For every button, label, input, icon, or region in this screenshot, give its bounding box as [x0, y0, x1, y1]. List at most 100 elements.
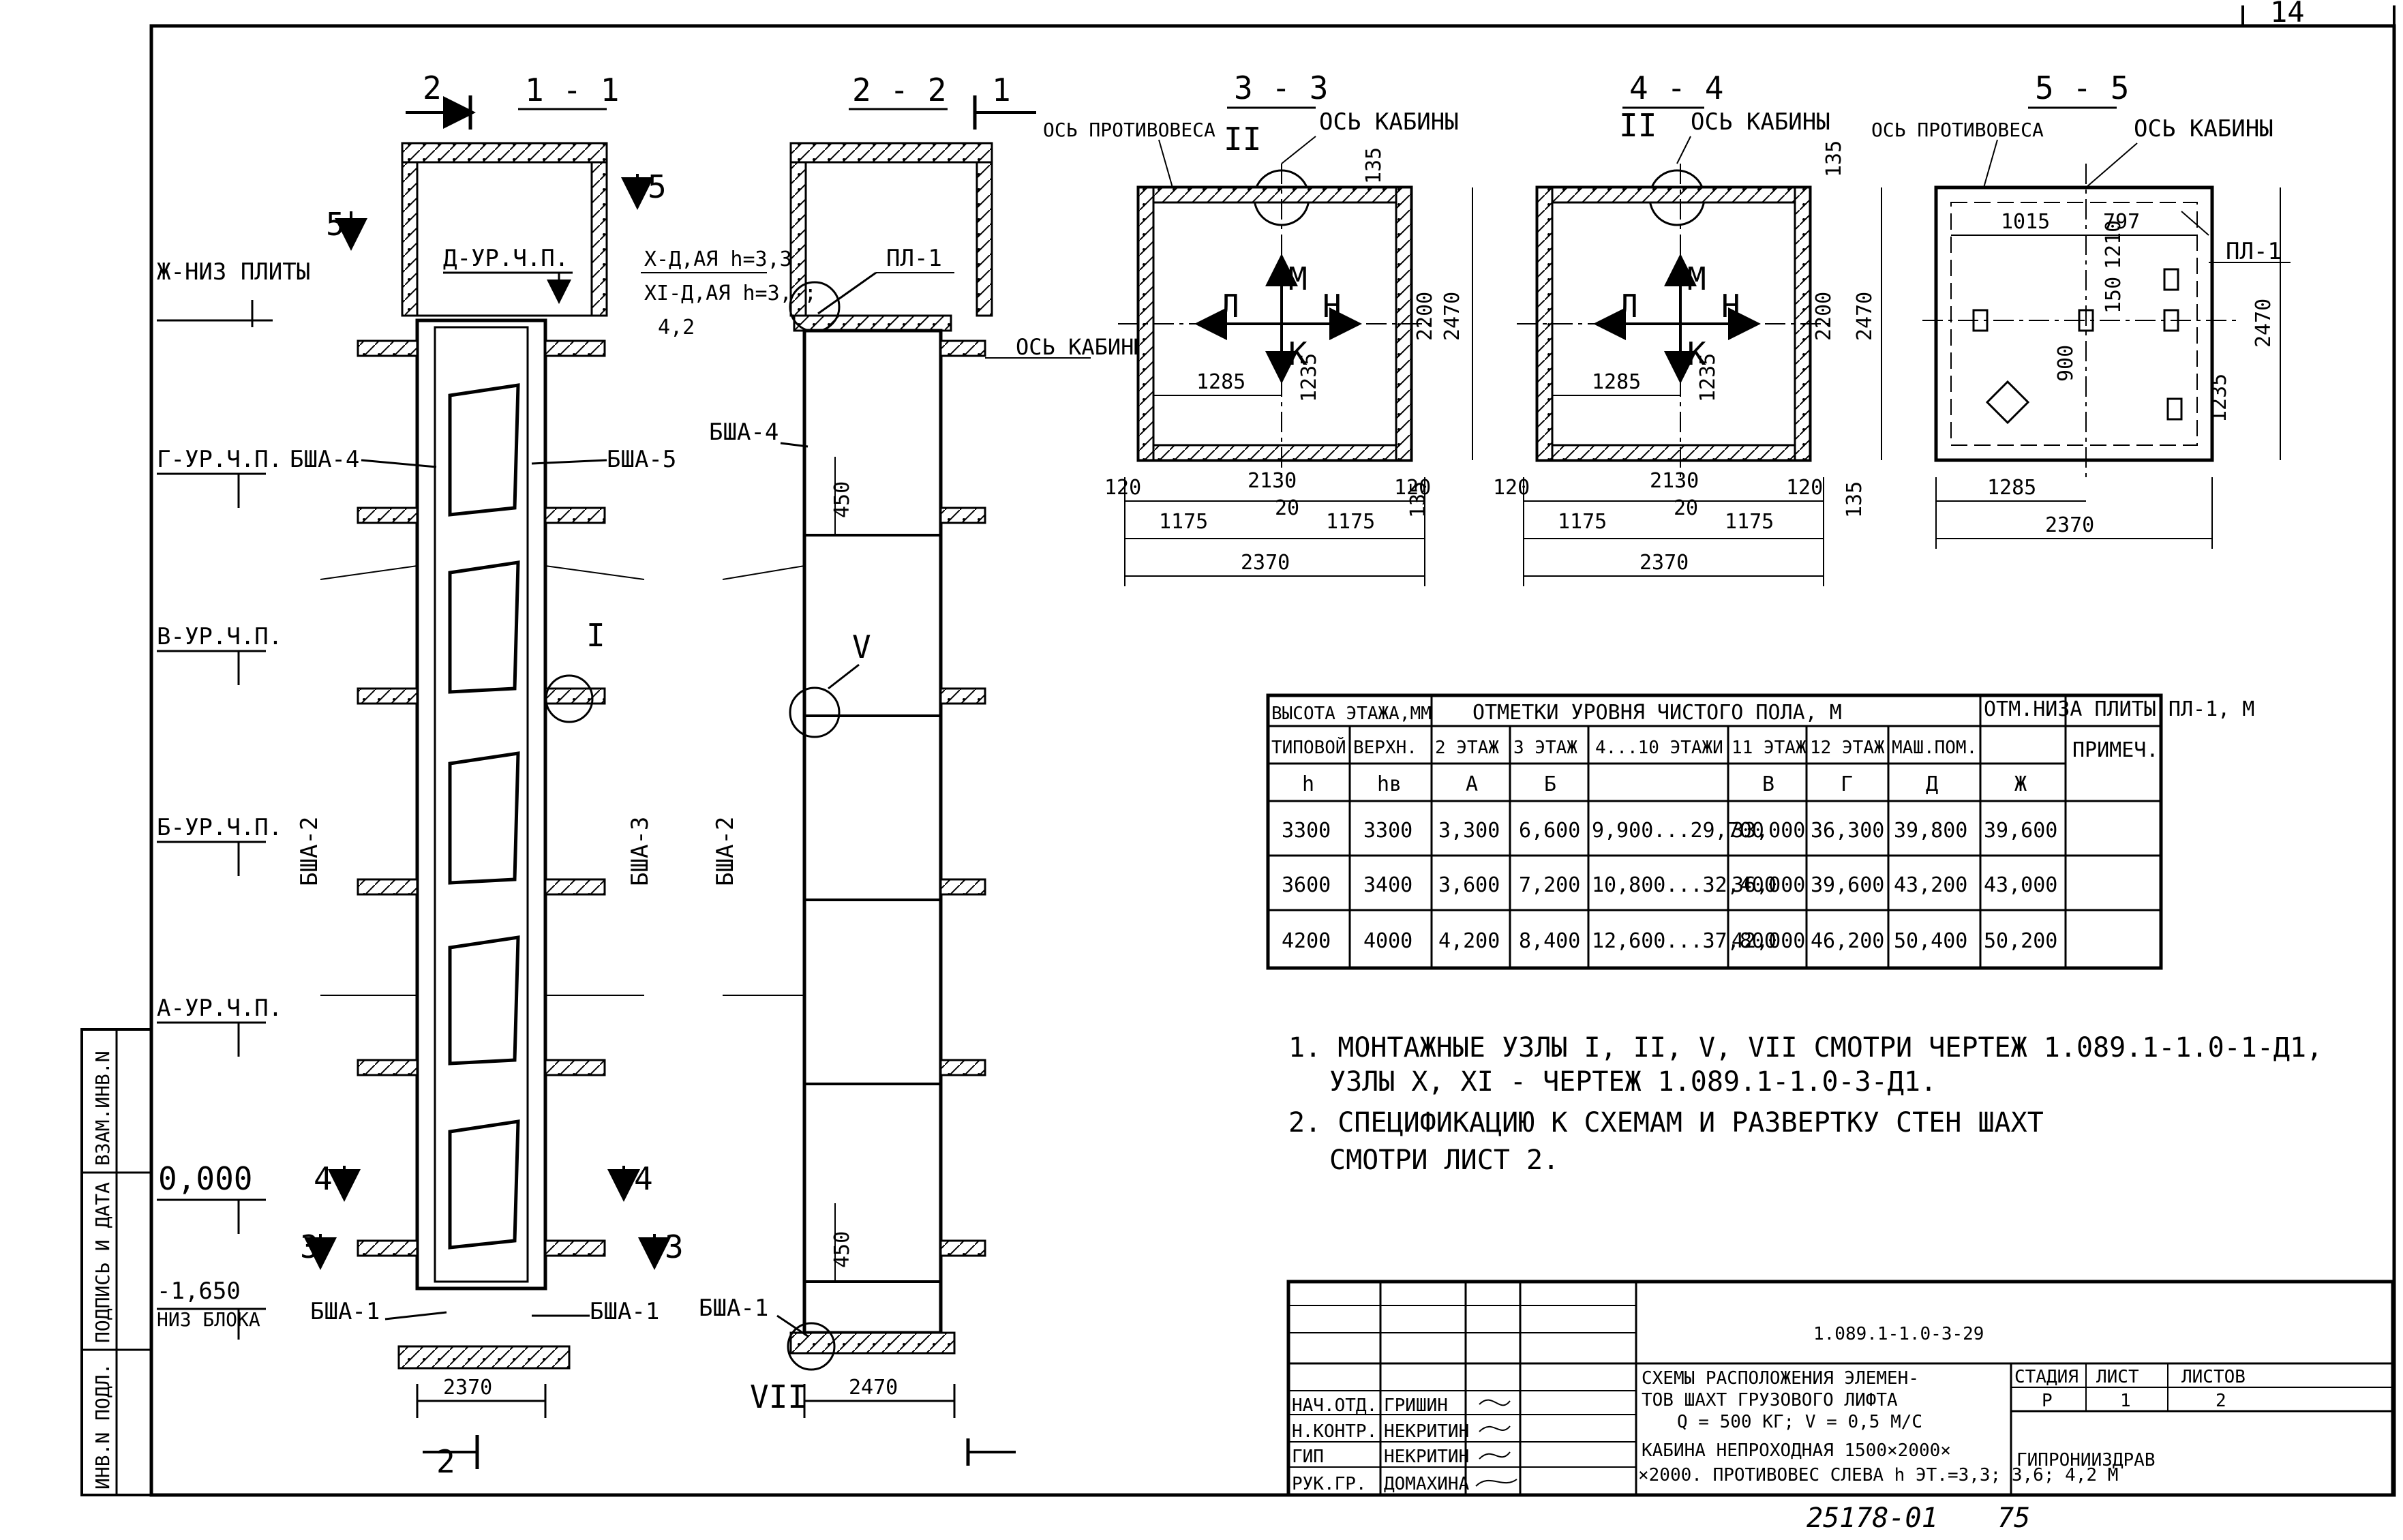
svg-text:1175: 1175: [1558, 510, 1607, 534]
floor-slabs: [357, 339, 606, 1257]
dim-450-bottom: 450: [830, 1231, 854, 1268]
base-slab: [397, 1345, 571, 1370]
signature-3: [1479, 1451, 1511, 1460]
section-1-1-cut-bottom: 2: [436, 1443, 455, 1480]
svg-text:3 ЭТАЖ: 3 ЭТАЖ: [1513, 738, 1577, 758]
svg-text:20: 20: [1275, 496, 1299, 520]
svg-text:36,000: 36,000: [1732, 873, 1805, 897]
svg-text:8,400: 8,400: [1519, 929, 1580, 953]
plan-3-3-L: Л: [1220, 288, 1239, 324]
node-I-label: I: [586, 617, 605, 654]
svg-text:2470: 2470: [2252, 299, 2276, 348]
svg-text:2370: 2370: [1639, 551, 1689, 575]
plan-4-4-node: II: [1619, 107, 1657, 144]
section-2-2: 2 - 2 1 БША-2 БША-4 БША-1 ПЛ-1 ОСЬ К: [699, 72, 1147, 1466]
view-4-right: 4: [634, 1160, 653, 1197]
sheet-frame: 14: [149, 0, 2396, 1497]
svg-text:9,900...29,700: 9,900...29,700: [1592, 819, 1764, 843]
plan-4-4-title: 4 - 4: [1629, 70, 1723, 106]
svg-text:1175: 1175: [1159, 510, 1208, 534]
svg-text:39,600: 39,600: [1984, 819, 2057, 843]
roof-slab: [401, 142, 608, 164]
svg-text:1285: 1285: [1592, 370, 1641, 394]
svg-text:6,600: 6,600: [1519, 819, 1580, 843]
note-2: 2. СПЕЦИФИКАЦИЮ К СХЕМАМ И РАЗВЕРТКУ СТЕ…: [1288, 1107, 2044, 1138]
side-sign-date: ПОДПИСЬ И ДАТА: [91, 1182, 114, 1343]
svg-text:1015: 1015: [2001, 210, 2050, 234]
signature-4: [1475, 1479, 1517, 1487]
panel-bsha-4-b: БША-4: [709, 419, 779, 446]
role-2: Н.КОНТР.: [1292, 1421, 1377, 1442]
svg-text:2130: 2130: [1650, 469, 1699, 493]
view-5-left: 5: [326, 206, 345, 243]
node-V-label: V: [852, 629, 871, 665]
svg-text:А: А: [1466, 772, 1478, 796]
panel-bsha-5: БША-5: [607, 446, 676, 473]
svg-text:2470: 2470: [1853, 292, 1877, 341]
side-inv-orig: ИНВ.N ПОДЛ.: [91, 1363, 114, 1490]
plan-3-3-title: 3 - 3: [1234, 70, 1328, 106]
archive-suffix: 75: [1997, 1503, 2030, 1534]
svg-text:2370: 2370: [1241, 551, 1290, 575]
role-4: РУК.ГР.: [1292, 1474, 1367, 1494]
svg-text:12,600...37,800: 12,600...37,800: [1592, 929, 1777, 953]
svg-text:2370: 2370: [2045, 513, 2094, 537]
th-floor-height: ВЫСОТА ЭТАЖА,ММ: [1271, 704, 1432, 724]
svg-text:4000: 4000: [1363, 929, 1412, 953]
th-marks: ОТМЕТКИ УРОВНЯ ЧИСТОГО ПОЛА, М: [1472, 701, 1842, 725]
level-g-label: Г-УР.Ч.П.: [157, 446, 282, 473]
svg-text:3400: 3400: [1363, 873, 1412, 897]
title-line-1: СХЕМЫ РАСПОЛОЖЕНИЯ ЭЛЕМЕН-: [1642, 1368, 1919, 1389]
svg-text:1285: 1285: [1196, 370, 1245, 394]
role-3: ГИП: [1292, 1447, 1324, 1467]
svg-text:797: 797: [2103, 210, 2140, 234]
svg-text:Г: Г: [1841, 772, 1853, 796]
level-zh-label: Ж-НИЗ ПЛИТЫ: [157, 258, 310, 286]
level-low-label: -1,650: [157, 1278, 241, 1305]
title-line-4: КАБИНА НЕПРОХОДНАЯ 1500×2000×: [1642, 1440, 1951, 1461]
plan-3-3-node: II: [1224, 121, 1261, 157]
section-1-1-width-dim: 2370: [416, 1376, 547, 1418]
stage-label: СТАДИЯ: [2014, 1367, 2079, 1387]
level-a-label: А-УР.Ч.П.: [157, 995, 282, 1022]
plan-3-3-axis-cabin: ОСЬ КАБИНЫ: [1319, 108, 1459, 136]
height-note-3: 4,2: [658, 316, 695, 339]
svg-text:1285: 1285: [1987, 476, 2036, 500]
svg-text:2200: 2200: [1812, 292, 1836, 341]
name-4: ДОМАХИНА: [1384, 1474, 1470, 1494]
title-line-2: ТОВ ШАХТ ГРУЗОВОГО ЛИФТА: [1642, 1390, 1898, 1410]
section-2-2-width: 2470: [849, 1376, 898, 1400]
plan-3-3-axis-cw: ОСЬ ПРОТИВОВЕСА: [1043, 119, 1215, 141]
th-slab: ОТМ.НИЗА ПЛИТЫ ПЛ-1, М: [1984, 697, 2254, 721]
pl-1-label-b: ПЛ-1: [886, 245, 942, 272]
level-d-label: Д-УР.Ч.П.: [443, 245, 569, 272]
svg-text:Д: Д: [1926, 772, 1938, 796]
notes: 1. МОНТАЖНЫЕ УЗЛЫ I, II, V, VII СМОТРИ Ч…: [1288, 1032, 2323, 1176]
sheets-value: 2: [2216, 1391, 2226, 1411]
svg-text:39,800: 39,800: [1894, 819, 1967, 843]
svg-text:10,800...32,400: 10,800...32,400: [1592, 873, 1777, 897]
archive-number: 25178-01: [1807, 1503, 1938, 1534]
svg-text:135: 135: [1362, 147, 1386, 184]
svg-text:12 ЭТАЖ: 12 ЭТАЖ: [1810, 738, 1885, 758]
page-number: 14: [2270, 0, 2305, 29]
view-4-left: 4: [314, 1160, 333, 1197]
svg-text:46,200: 46,200: [1811, 929, 1884, 953]
svg-text:h: h: [1302, 772, 1314, 796]
svg-text:135: 135: [1822, 140, 1846, 177]
node-I-marker: [545, 674, 594, 723]
panel-bsha-1-right: БША-1: [590, 1298, 659, 1325]
axis-cabin-b: ОСЬ КАБИНЫ: [1016, 334, 1147, 360]
plan-5-5: 5 - 5 ОСЬ ПРОТИВОВЕСА ОСЬ КАБИНЫ ПЛ-1 10…: [1871, 70, 2291, 549]
section-2-2-title: 2 - 2: [852, 72, 946, 108]
svg-text:hв: hв: [1377, 772, 1402, 796]
svg-text:ВЕРХН.: ВЕРХН.: [1353, 738, 1417, 758]
height-note-1: Х-Д,АЯ h=3,3: [644, 247, 792, 271]
org-name: ГИПРОНИИЗДРАВ: [2016, 1450, 2156, 1470]
svg-text:135: 135: [1406, 481, 1430, 518]
title-line-5: ×2000. ПРОТИВОВЕС СЛЕВА h ЭТ.=3,3; 3,6; …: [1638, 1465, 2118, 1485]
plan-4-4-L: Л: [1619, 288, 1638, 324]
note-1: 1. МОНТАЖНЫЕ УЗЛЫ I, II, V, VII СМОТРИ Ч…: [1288, 1032, 2323, 1063]
svg-text:2370: 2370: [443, 1376, 492, 1400]
